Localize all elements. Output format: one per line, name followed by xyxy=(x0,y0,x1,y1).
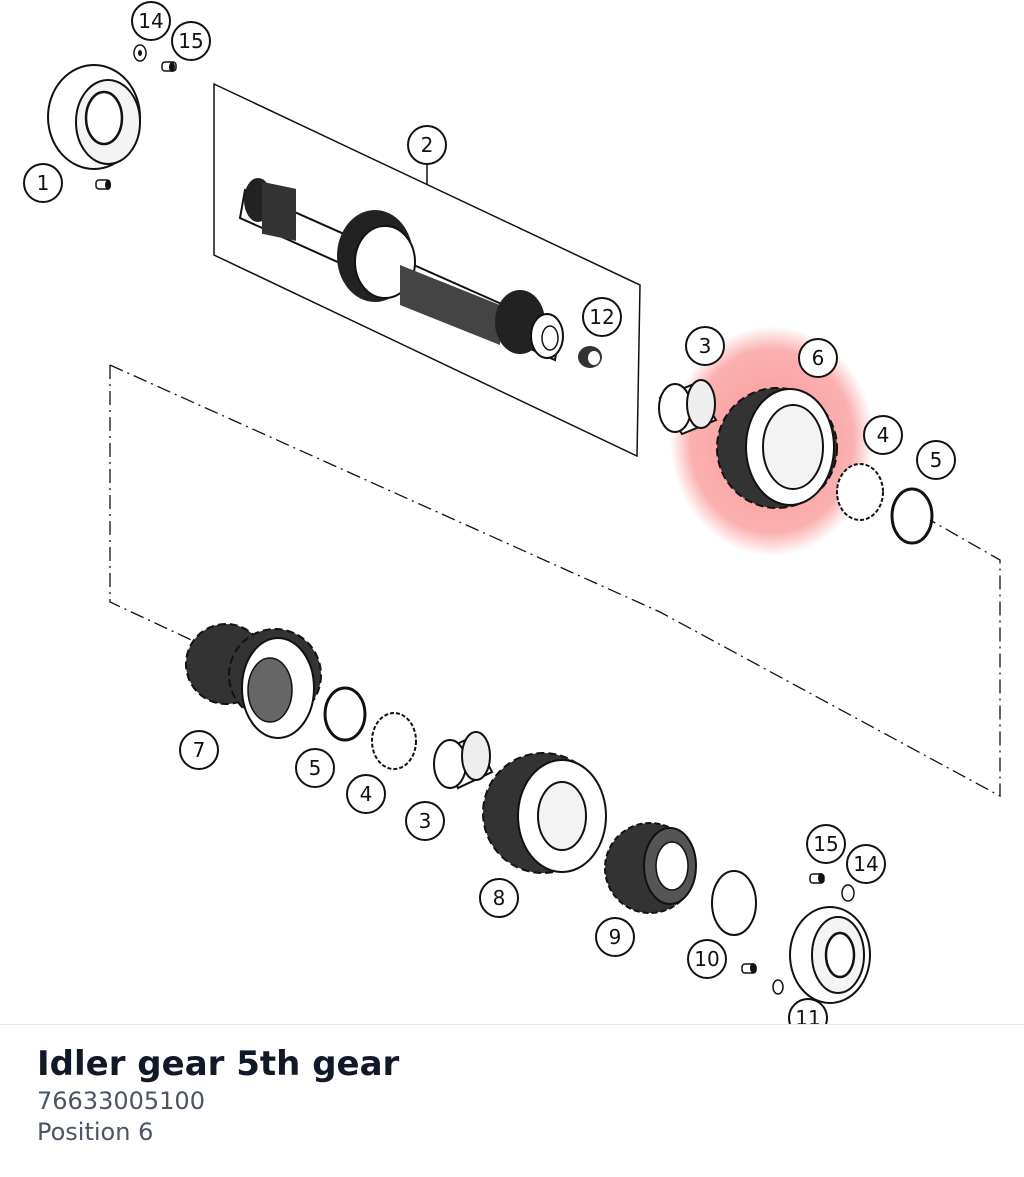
idler-gear-6 xyxy=(716,387,838,509)
shaft-assembly-frame xyxy=(213,82,641,458)
needle-bearing-4-top xyxy=(836,463,884,521)
gear-9 xyxy=(604,822,697,914)
callout-label: 14 xyxy=(853,852,878,876)
screw-bottom-left xyxy=(95,179,111,190)
shaft-2 xyxy=(238,178,564,362)
callout-label: 1 xyxy=(37,171,50,195)
snap-ring-5-top xyxy=(890,487,934,545)
callout-12: 12 xyxy=(582,297,622,337)
bushing-3-top xyxy=(658,379,718,436)
part-number: 76633005100 xyxy=(37,1087,205,1115)
gear-cluster-frame-right xyxy=(109,364,1001,798)
callout-14-top: 14 xyxy=(131,1,171,41)
callout-label: 5 xyxy=(309,756,322,780)
callout-label: 5 xyxy=(930,448,943,472)
snap-ring-5-bottom xyxy=(323,686,367,742)
callout-label: 9 xyxy=(609,925,622,949)
callout-14-bottom: 14 xyxy=(846,844,886,884)
callout-label: 15 xyxy=(813,832,838,856)
callout-label: 7 xyxy=(193,738,206,762)
callout-3-top: 3 xyxy=(685,326,725,366)
callout-label: 12 xyxy=(589,305,614,329)
callout-label: 4 xyxy=(360,782,373,806)
bushing-3-bottom xyxy=(433,731,494,790)
part-info-panel: Idler gear 5th gear 76633005100 Position… xyxy=(37,1042,399,1148)
callout-1: 1 xyxy=(23,163,63,203)
needle-bearing-4-bottom xyxy=(371,712,417,770)
callout-label: 11 xyxy=(795,1006,820,1024)
callout-label: 15 xyxy=(178,29,203,53)
washer-14-bottom xyxy=(841,884,855,902)
nut-12 xyxy=(578,346,602,368)
callout-10: 10 xyxy=(687,939,727,979)
screw-15-top xyxy=(161,61,177,72)
callout-label: 8 xyxy=(493,886,506,910)
callout-5-bottom: 5 xyxy=(295,748,335,788)
callout-label: 10 xyxy=(694,947,719,971)
callout-4-top: 4 xyxy=(863,415,903,455)
callout-label: 4 xyxy=(877,423,890,447)
callout-15-top: 15 xyxy=(171,21,211,61)
washer-10 xyxy=(711,870,757,936)
callout-label: 3 xyxy=(419,809,432,833)
callout-3-bottom: 3 xyxy=(405,801,445,841)
callout-label: 6 xyxy=(812,346,825,370)
part-position: Position 6 xyxy=(37,1118,154,1146)
bearing-1 xyxy=(47,64,141,170)
callout-9: 9 xyxy=(595,917,635,957)
washer-14-top xyxy=(133,44,147,62)
gear-cluster-frame xyxy=(109,365,201,645)
callout-label: 3 xyxy=(699,334,712,358)
gear-8 xyxy=(482,752,607,874)
screw-15-bottom xyxy=(809,873,825,884)
callout-7: 7 xyxy=(179,730,219,770)
screw-bottom xyxy=(741,963,757,974)
gear-7 xyxy=(185,623,322,739)
callout-label: 2 xyxy=(421,133,434,157)
part-title: Idler gear 5th gear xyxy=(37,1044,400,1084)
exploded-parts-diagram: 14 15 1 2 12 3 6 4 5 7 5 4 3 8 9 15 14 1… xyxy=(23,1,1001,1024)
callout-8: 8 xyxy=(479,878,519,918)
bearing-11 xyxy=(789,906,871,1004)
callout-6: 6 xyxy=(798,338,838,378)
callout-label: 14 xyxy=(138,9,163,33)
callout-5-top: 5 xyxy=(916,440,956,480)
callout-11: 11 xyxy=(788,998,828,1024)
callout-15-bottom: 15 xyxy=(806,824,846,864)
callout-4-bottom: 4 xyxy=(346,774,386,814)
divider xyxy=(0,1024,1024,1025)
callout-2: 2 xyxy=(407,125,447,165)
washer-bottom xyxy=(772,979,784,995)
